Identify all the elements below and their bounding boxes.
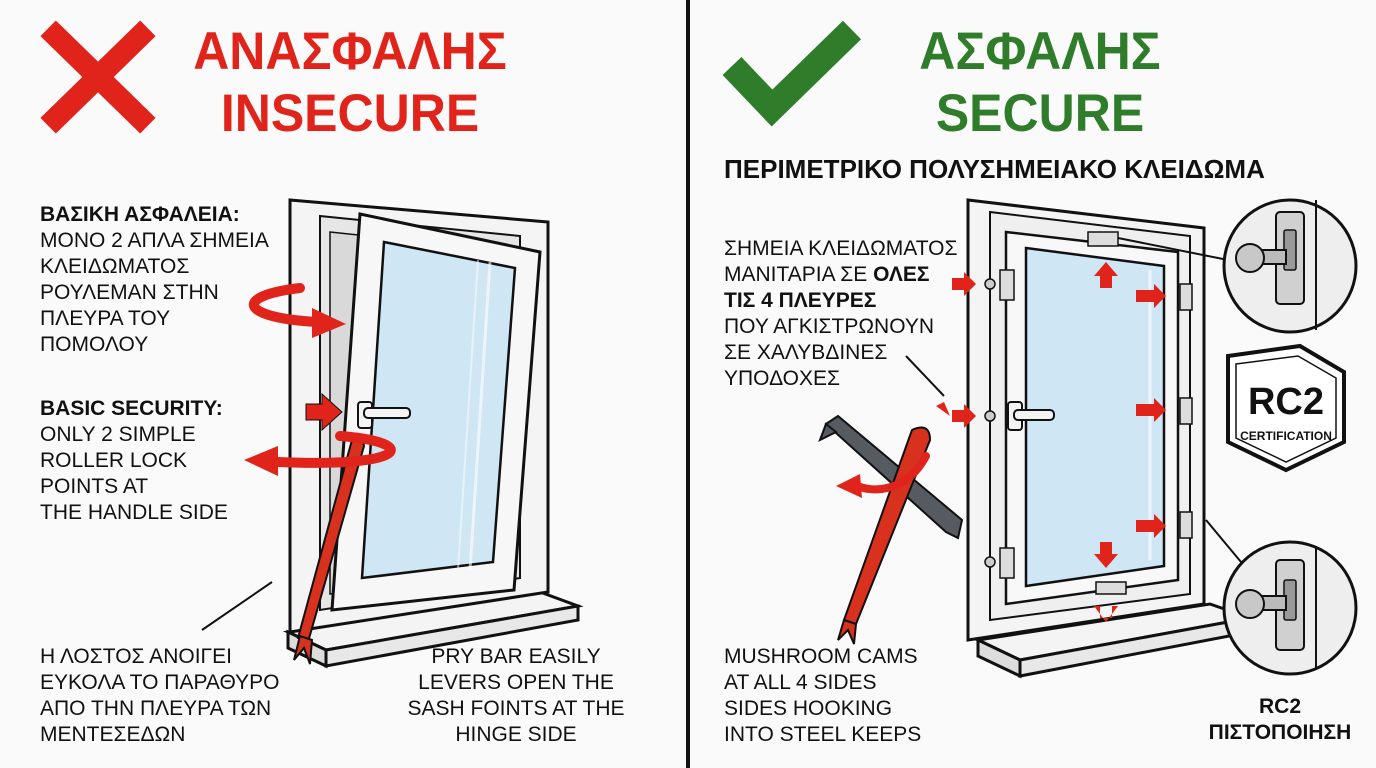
text-line: SIDES HOOKING — [724, 697, 893, 720]
text-line: ΣΕ ΧΑΛΥΒΔΙΝΕΣ — [724, 341, 888, 364]
title-english-secure: SECURE — [935, 83, 1145, 143]
greek-basic-security-text: ΒΑΣΙΚΗ ΑΣΦΑΛΕΙΑ: ΜΟΝΟ 2 ΑΠΛΑ ΣΗΜΕΙΑ ΚΛΕΙ… — [40, 202, 269, 358]
text-line: BASIC SECURITY: — [40, 397, 223, 420]
text-line: THE HANDLE SIDE — [40, 501, 228, 524]
text-line: ΠΛΕΥΡΑ ΤΟΥ — [40, 307, 171, 330]
text-line: ΑΠΟ ΤΗΝ ΠΛΕΥΡΑ ΤΩΝ — [40, 697, 272, 720]
text-line: ONLY 2 SIMPLE — [40, 423, 196, 446]
text-line: ΒΑΣΙΚΗ ΑΣΦΑΛΕΙΑ: — [40, 203, 240, 226]
pointer-line-bottom-detail — [1205, 519, 1247, 569]
insecure-illustration — [40, 20, 584, 669]
text-line: LEVERS OPEN THE — [418, 671, 614, 694]
text-line: POINTS AT — [40, 475, 149, 498]
secure-illustration: RC2 CERTIFICATION — [722, 20, 1358, 679]
english-lock-points-text: MUSHROOM CAMS AT ALL 4 SIDES SIDES HOOKI… — [724, 644, 921, 748]
title-english-insecure: INSECURE — [220, 83, 480, 143]
title-greek-secure: ΑΣΦΑΛΗΣ — [919, 21, 1161, 81]
text-line: ΜΑΝΙΤΑΡΙΑ ΣΕ ΟΛΕΣ — [724, 262, 957, 288]
insecure-panel: ΑΝΑΣΦΑΛΗΣ INSECURE ΒΑΣΙΚΗ ΑΣΦΑΛΕΙΑ: ΜΟΝΟ… — [0, 0, 686, 768]
text-line: RC2 — [1258, 695, 1301, 718]
text-line: INTO STEEL KEEPS — [724, 723, 922, 746]
text-line: ΣΗΜΕΙΑ ΚΛΕΙΔΩΜΑΤΟΣ — [724, 237, 958, 260]
window-handle — [357, 401, 411, 429]
rc2-badge-icon: RC2 CERTIFICATION — [1226, 343, 1346, 473]
text-line: ΜΟΝΟ 2 ΑΠΛΑ ΣΗΜΕΙΑ — [40, 229, 269, 252]
text-line: SASH FOINTS AT THE — [407, 697, 625, 720]
text-line: ΡΟΥΛΕΜΑΝ ΣΤΗΝ — [40, 281, 219, 304]
arrow-curved-bottom — [244, 431, 396, 476]
text-line: ΠΟΜΟΛΟΥ — [40, 333, 149, 356]
lock-detail-bottom-icon — [1222, 540, 1358, 676]
title-greek-insecure: ΑΝΑΣΦΑΛΗΣ — [193, 21, 507, 81]
text-line: Η ΛΟΣΤΟΣ ΑΝΟΙΓΕΙ — [40, 645, 232, 668]
lock-detail-top-icon — [1222, 198, 1358, 334]
text-line: ΥΠΟΔΟΧΕΣ — [724, 367, 840, 390]
badge-small-text: CERTIFICATION — [1240, 429, 1332, 443]
text-line: ΤΙΣ 4 ΠΛΕΥΡΕΣ — [724, 289, 877, 312]
english-basic-security-text: BASIC SECURITY: ONLY 2 SIMPLE ROLLER LOC… — [40, 396, 228, 526]
secure-subtitle: ΠΕΡΙΜΕΤΡΙΚΟ ΠΟΛΥΣΗΜΕΙΑΚΟ ΚΛΕΙΔΩΜΑ — [724, 154, 1265, 184]
text-line: ROLLER LOCK — [40, 449, 188, 472]
cross-icon — [40, 20, 156, 134]
lock-points — [984, 231, 1193, 595]
secure-panel: RC2 CERTIFICATION ΑΣΦΑΛΗΣ SECURE ΠΕΡΙΜΕΤ… — [690, 0, 1376, 768]
text-line: ΠΟΥ ΑΓΚΙΣΤΡΩΝΟΥΝ — [724, 315, 935, 338]
crowbar-grey — [818, 414, 964, 540]
badge-big-text: RC2 — [1248, 381, 1324, 423]
text-segment: ΜΑΝΙΤΑΡΙΑ ΣΕ — [724, 263, 874, 286]
greek-pry-bar-text: Η ΛΟΣΤΟΣ ΑΝΟΙΓΕΙ ΕΥΚΟΛΑ ΤΟ ΠΑΡΑΘΥΡΟ ΑΠΟ … — [40, 644, 279, 748]
arrow-straight — [305, 392, 343, 432]
text-segment-bold: ΟΛΕΣ — [873, 263, 930, 286]
text-line: MUSHROOM CAMS — [724, 645, 918, 668]
text-line: HINGE SIDE — [455, 723, 577, 746]
text-line: ΕΥΚΟΛΑ ΤΟ ΠΑΡΑΘΥΡΟ — [40, 671, 280, 694]
text-line: AT ALL 4 SIDES — [724, 671, 877, 694]
open-sash — [330, 212, 542, 612]
checkmark-icon — [722, 20, 862, 127]
window-handle — [1007, 401, 1055, 431]
text-line: ΚΛΕΙΔΩΜΑΤΟΣ — [40, 255, 190, 278]
text-line: ΜΕΝΤΕΣΕΔΩΝ — [40, 723, 186, 746]
pointer-line-cams — [905, 355, 945, 397]
arrow-curved-pry — [836, 452, 930, 498]
english-pry-bar-text: PRY BAR EASILY LEVERS OPEN THE SASH FOIN… — [396, 644, 636, 748]
text-line: PRY BAR EASILY — [431, 645, 601, 668]
pointer-line-pry — [201, 581, 273, 631]
lock-arrows — [952, 262, 1166, 622]
rc2-certification-label: RC2 ΠΙΣΤΟΠΟΙΗΣΗ — [1190, 694, 1370, 746]
pointer-line-top-detail — [1117, 237, 1229, 261]
arrow-curved-top — [248, 283, 346, 338]
greek-lock-points-text: ΣΗΜΕΙΑ ΚΛΕΙΔΩΜΑΤΟΣ ΜΑΝΙΤΑΡΙΑ ΣΕ ΟΛΕΣ ΤΙΣ… — [724, 236, 957, 392]
text-line: ΠΙΣΤΟΠΟΙΗΣΗ — [1208, 721, 1352, 744]
panel-divider — [686, 0, 690, 768]
